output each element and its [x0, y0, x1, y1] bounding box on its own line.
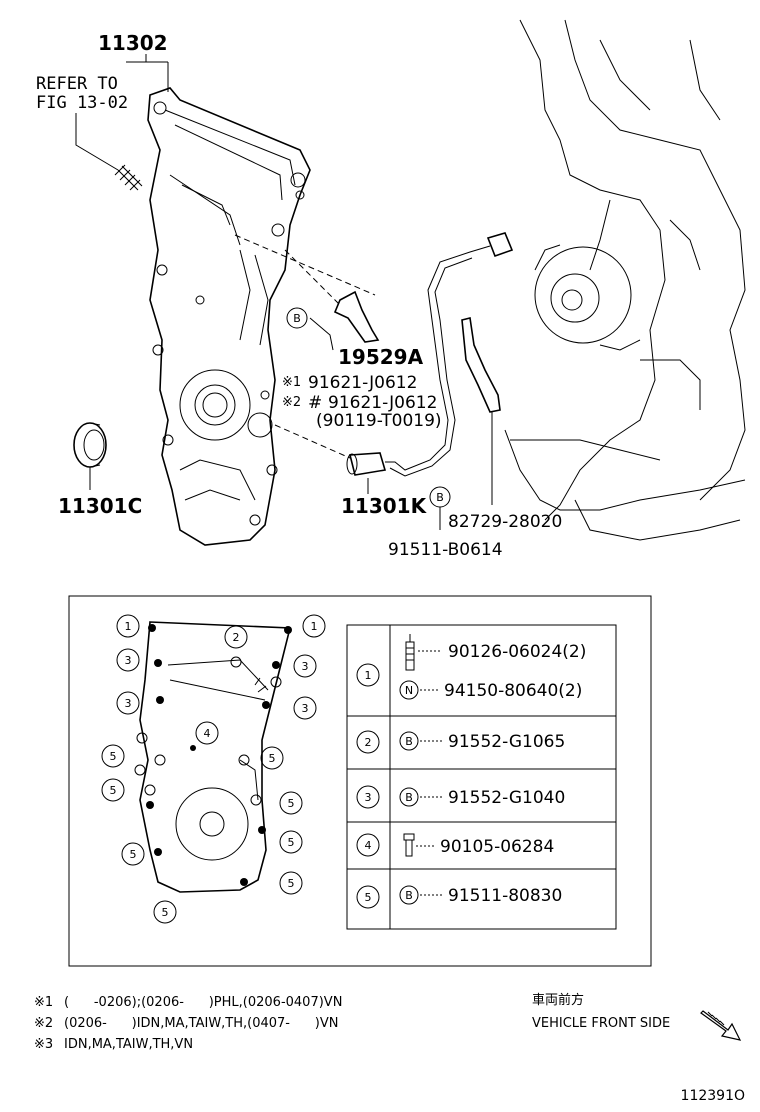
notes: ※1 ( -0206);(0206- )PHL,(0206-0407)VN ※2… [34, 995, 342, 1052]
stud-icon [405, 634, 415, 671]
arrow-icon [700, 1010, 742, 1041]
callout-19529A: 19529A [338, 345, 424, 369]
table-row-3-part: 91552-G1040 [448, 788, 565, 808]
note-3-text: IDN,MA,TAIW,TH,VN [64, 1037, 193, 1052]
table-row-2-part: 91552-G1065 [448, 732, 565, 752]
oil-seal-drawing [73, 422, 107, 490]
callout-91511-b: 91511-B0614 [388, 540, 503, 560]
callout-91621-1: 91621-J0612 [308, 373, 417, 393]
callout-refer-line2: FIG 13-02 [36, 93, 128, 113]
table-row-3-index: 3 [365, 791, 372, 804]
callout-82729: 82729-28020 [448, 512, 562, 532]
callout-91621-2: 91621-J0612 [328, 393, 437, 413]
direction-jp: 車両前方 [532, 992, 584, 1008]
marker-3a: 3 [125, 654, 132, 667]
b-marker: B [293, 312, 301, 325]
bolt-location-diagram [134, 621, 292, 893]
marker-5b: 5 [110, 750, 117, 763]
note-1-text: ( -0206);(0206- )PHL,(0206-0407)VN [64, 995, 342, 1010]
note-1-mark: ※1 [34, 995, 53, 1010]
bolt-markers: 1 1 2 3 3 3 3 4 5 5 5 5 5 5 5 5 [101, 614, 326, 924]
table-row-4-index: 4 [365, 839, 372, 852]
callout-mark1: ※1 [282, 375, 301, 390]
stud-drawing [75, 113, 143, 191]
figure-id: 112391O [681, 1088, 745, 1104]
bracket-drawing [234, 234, 380, 351]
note-2-text: (0206- )IDN,MA,TAIW,TH,(0407- )VN [64, 1016, 338, 1031]
bolt-table: 1 90126-06024(2) N 94150-80640(2) 2 B 91… [346, 624, 617, 930]
marker-1b: 1 [311, 620, 318, 633]
marker-1a: 1 [125, 620, 132, 633]
marker-5h: 5 [162, 906, 169, 919]
note-3-mark: ※3 [34, 1037, 53, 1052]
callout-refer-line1: REFER TO [36, 74, 118, 94]
marker-5e: 5 [288, 836, 295, 849]
marker-5f: 5 [130, 848, 137, 861]
callout-11301C: 11301C [58, 494, 142, 518]
table-row-1-index: 1 [365, 669, 372, 682]
table-row-3-symbol: B [405, 791, 413, 804]
direction-en: VEHICLE FRONT SIDE [532, 1016, 670, 1031]
table-row-5-symbol: B [405, 889, 413, 902]
bolt-icon [403, 833, 415, 857]
marker-5c: 5 [110, 784, 117, 797]
marker-3d: 3 [302, 702, 309, 715]
table-row-1-sub-part: 94150-80640(2) [444, 681, 582, 701]
b-marker-circle [286, 307, 308, 329]
table-row-5-part: 91511-80830 [448, 886, 562, 906]
marker-5d: 5 [288, 797, 295, 810]
table-row-5-index: 5 [365, 891, 372, 904]
wire-bracket-drawing [461, 317, 501, 505]
callout-hash: # [308, 393, 322, 413]
marker-3c: 3 [125, 697, 132, 710]
table-row-2-symbol: B [405, 735, 413, 748]
leader-11302 [126, 54, 169, 92]
callout-90119: (90119-T0019) [316, 411, 442, 431]
table-row-1-sub-symbol: N [405, 684, 413, 697]
marker-2: 2 [233, 631, 240, 644]
sensor-drawing [274, 232, 514, 494]
callout-11301K: 11301K [341, 494, 428, 518]
timing-cover-drawing [147, 87, 311, 546]
b-marker-2: B [436, 491, 444, 504]
engine-block-drawing [504, 19, 746, 541]
marker-5a: 5 [269, 752, 276, 765]
callout-11302: 11302 [98, 31, 168, 55]
table-row-2-index: 2 [365, 736, 372, 749]
marker-5g: 5 [288, 877, 295, 890]
callout-mark2: ※2 [282, 395, 301, 410]
table-row-1-part: 90126-06024(2) [448, 642, 586, 662]
note-2-mark: ※2 [34, 1016, 53, 1031]
marker-3b: 3 [302, 660, 309, 673]
detail-frame [68, 595, 652, 967]
table-row-4-part: 90105-06284 [440, 837, 554, 857]
marker-4: 4 [204, 727, 211, 740]
